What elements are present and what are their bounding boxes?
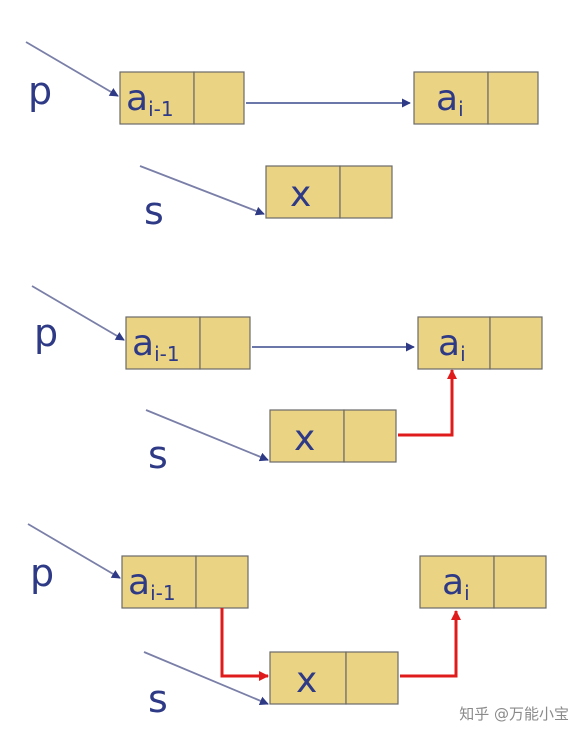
node-next-sub: i	[460, 342, 466, 366]
svg-text:ai-1: ai-1	[126, 78, 174, 121]
pointer-s-label: s	[148, 433, 168, 477]
pointer-s-label: s	[144, 189, 164, 233]
node-new: x	[265, 165, 393, 219]
panel-3: p ai-1 ai s x	[27, 523, 547, 721]
node-new-text: x	[294, 418, 315, 459]
node-next: ai	[419, 555, 547, 609]
node-new-text: x	[296, 660, 317, 701]
pointer-s-arrow	[145, 409, 269, 462]
node-next-sub: i	[464, 581, 470, 605]
node-prev: ai-1	[125, 316, 251, 370]
node-next-text: a	[442, 562, 464, 603]
node-next-text: a	[438, 323, 460, 364]
node-prev-sub: i-1	[150, 581, 176, 605]
panel-2: p ai-1 ai s x	[31, 285, 543, 477]
pointer-s-arrow	[139, 165, 265, 216]
svg-text:ai-1: ai-1	[128, 562, 176, 605]
node-prev: ai-1	[121, 555, 249, 609]
pointer-p-label: p	[34, 311, 58, 355]
node-prev: ai-1	[119, 71, 245, 125]
node-next-sub: i	[458, 97, 464, 121]
node-prev-text: a	[132, 323, 154, 364]
pointer-p-arrow	[27, 523, 121, 579]
node-next-text: a	[436, 78, 458, 119]
node-new: x	[269, 651, 399, 705]
node-next: ai	[413, 71, 539, 125]
pointer-p-arrow	[25, 41, 119, 97]
pointer-p-arrow	[31, 285, 125, 341]
node-new: x	[269, 409, 397, 463]
svg-text:ai-1: ai-1	[132, 323, 180, 366]
pointer-s-arrow	[143, 651, 269, 706]
panel-1: p ai-1 ai s x	[25, 41, 539, 233]
node-prev-text: a	[126, 78, 148, 119]
node-next: ai	[417, 316, 543, 370]
svg-text:ai: ai	[436, 78, 464, 121]
node-prev-sub: i-1	[154, 342, 180, 366]
new-link-s-to-next	[398, 369, 457, 437]
node-prev-text: a	[128, 562, 150, 603]
new-link-prev-to-s	[220, 608, 269, 681]
watermark: 知乎 @万能小宝	[459, 705, 569, 723]
svg-text:ai: ai	[442, 562, 470, 605]
new-link-s-to-next	[400, 610, 461, 678]
pointer-p-label: p	[30, 551, 54, 595]
node-new-text: x	[290, 174, 311, 215]
pointer-s-label: s	[148, 677, 168, 721]
node-prev-sub: i-1	[148, 97, 174, 121]
svg-text:ai: ai	[438, 323, 466, 366]
pointer-p-label: p	[28, 69, 52, 113]
